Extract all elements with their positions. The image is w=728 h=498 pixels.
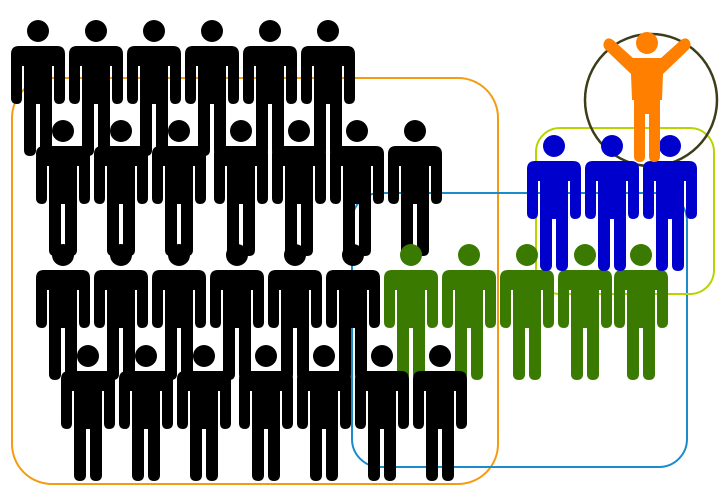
person-icon xyxy=(94,244,148,380)
person-icon xyxy=(614,244,668,380)
person-icon xyxy=(355,345,409,481)
person-icon xyxy=(558,244,612,380)
person-icon xyxy=(36,244,90,380)
person-icon xyxy=(272,120,326,256)
person-icon xyxy=(500,244,554,380)
person-icon xyxy=(297,345,351,481)
person-icon xyxy=(301,20,355,156)
person-icon xyxy=(243,20,297,156)
person-icon xyxy=(69,20,123,156)
person-icon xyxy=(94,120,148,256)
person-icon xyxy=(210,244,264,380)
person-icon xyxy=(61,345,115,481)
person-icon xyxy=(326,244,380,380)
person-icon xyxy=(214,120,268,256)
person-icon xyxy=(152,120,206,256)
people-layer xyxy=(11,20,697,481)
person-icon xyxy=(527,135,581,271)
person-icon xyxy=(442,244,496,380)
person-icon xyxy=(127,20,181,156)
person-icon xyxy=(11,20,65,156)
person-icon xyxy=(239,345,293,481)
blue-group-frame xyxy=(351,192,688,468)
person-icon xyxy=(330,120,384,256)
person-icon xyxy=(119,345,173,481)
person-icon xyxy=(152,244,206,380)
person-icon xyxy=(388,120,442,256)
person-icon xyxy=(177,345,231,481)
person-icon xyxy=(185,20,239,156)
person-icon xyxy=(413,345,467,481)
person-icon xyxy=(36,120,90,256)
person-icon xyxy=(585,135,639,271)
person-icon xyxy=(268,244,322,380)
person-icon xyxy=(643,135,697,271)
orange-group-frame xyxy=(11,77,499,485)
raised-arms-person-icon xyxy=(603,32,691,162)
person-icon xyxy=(384,244,438,380)
